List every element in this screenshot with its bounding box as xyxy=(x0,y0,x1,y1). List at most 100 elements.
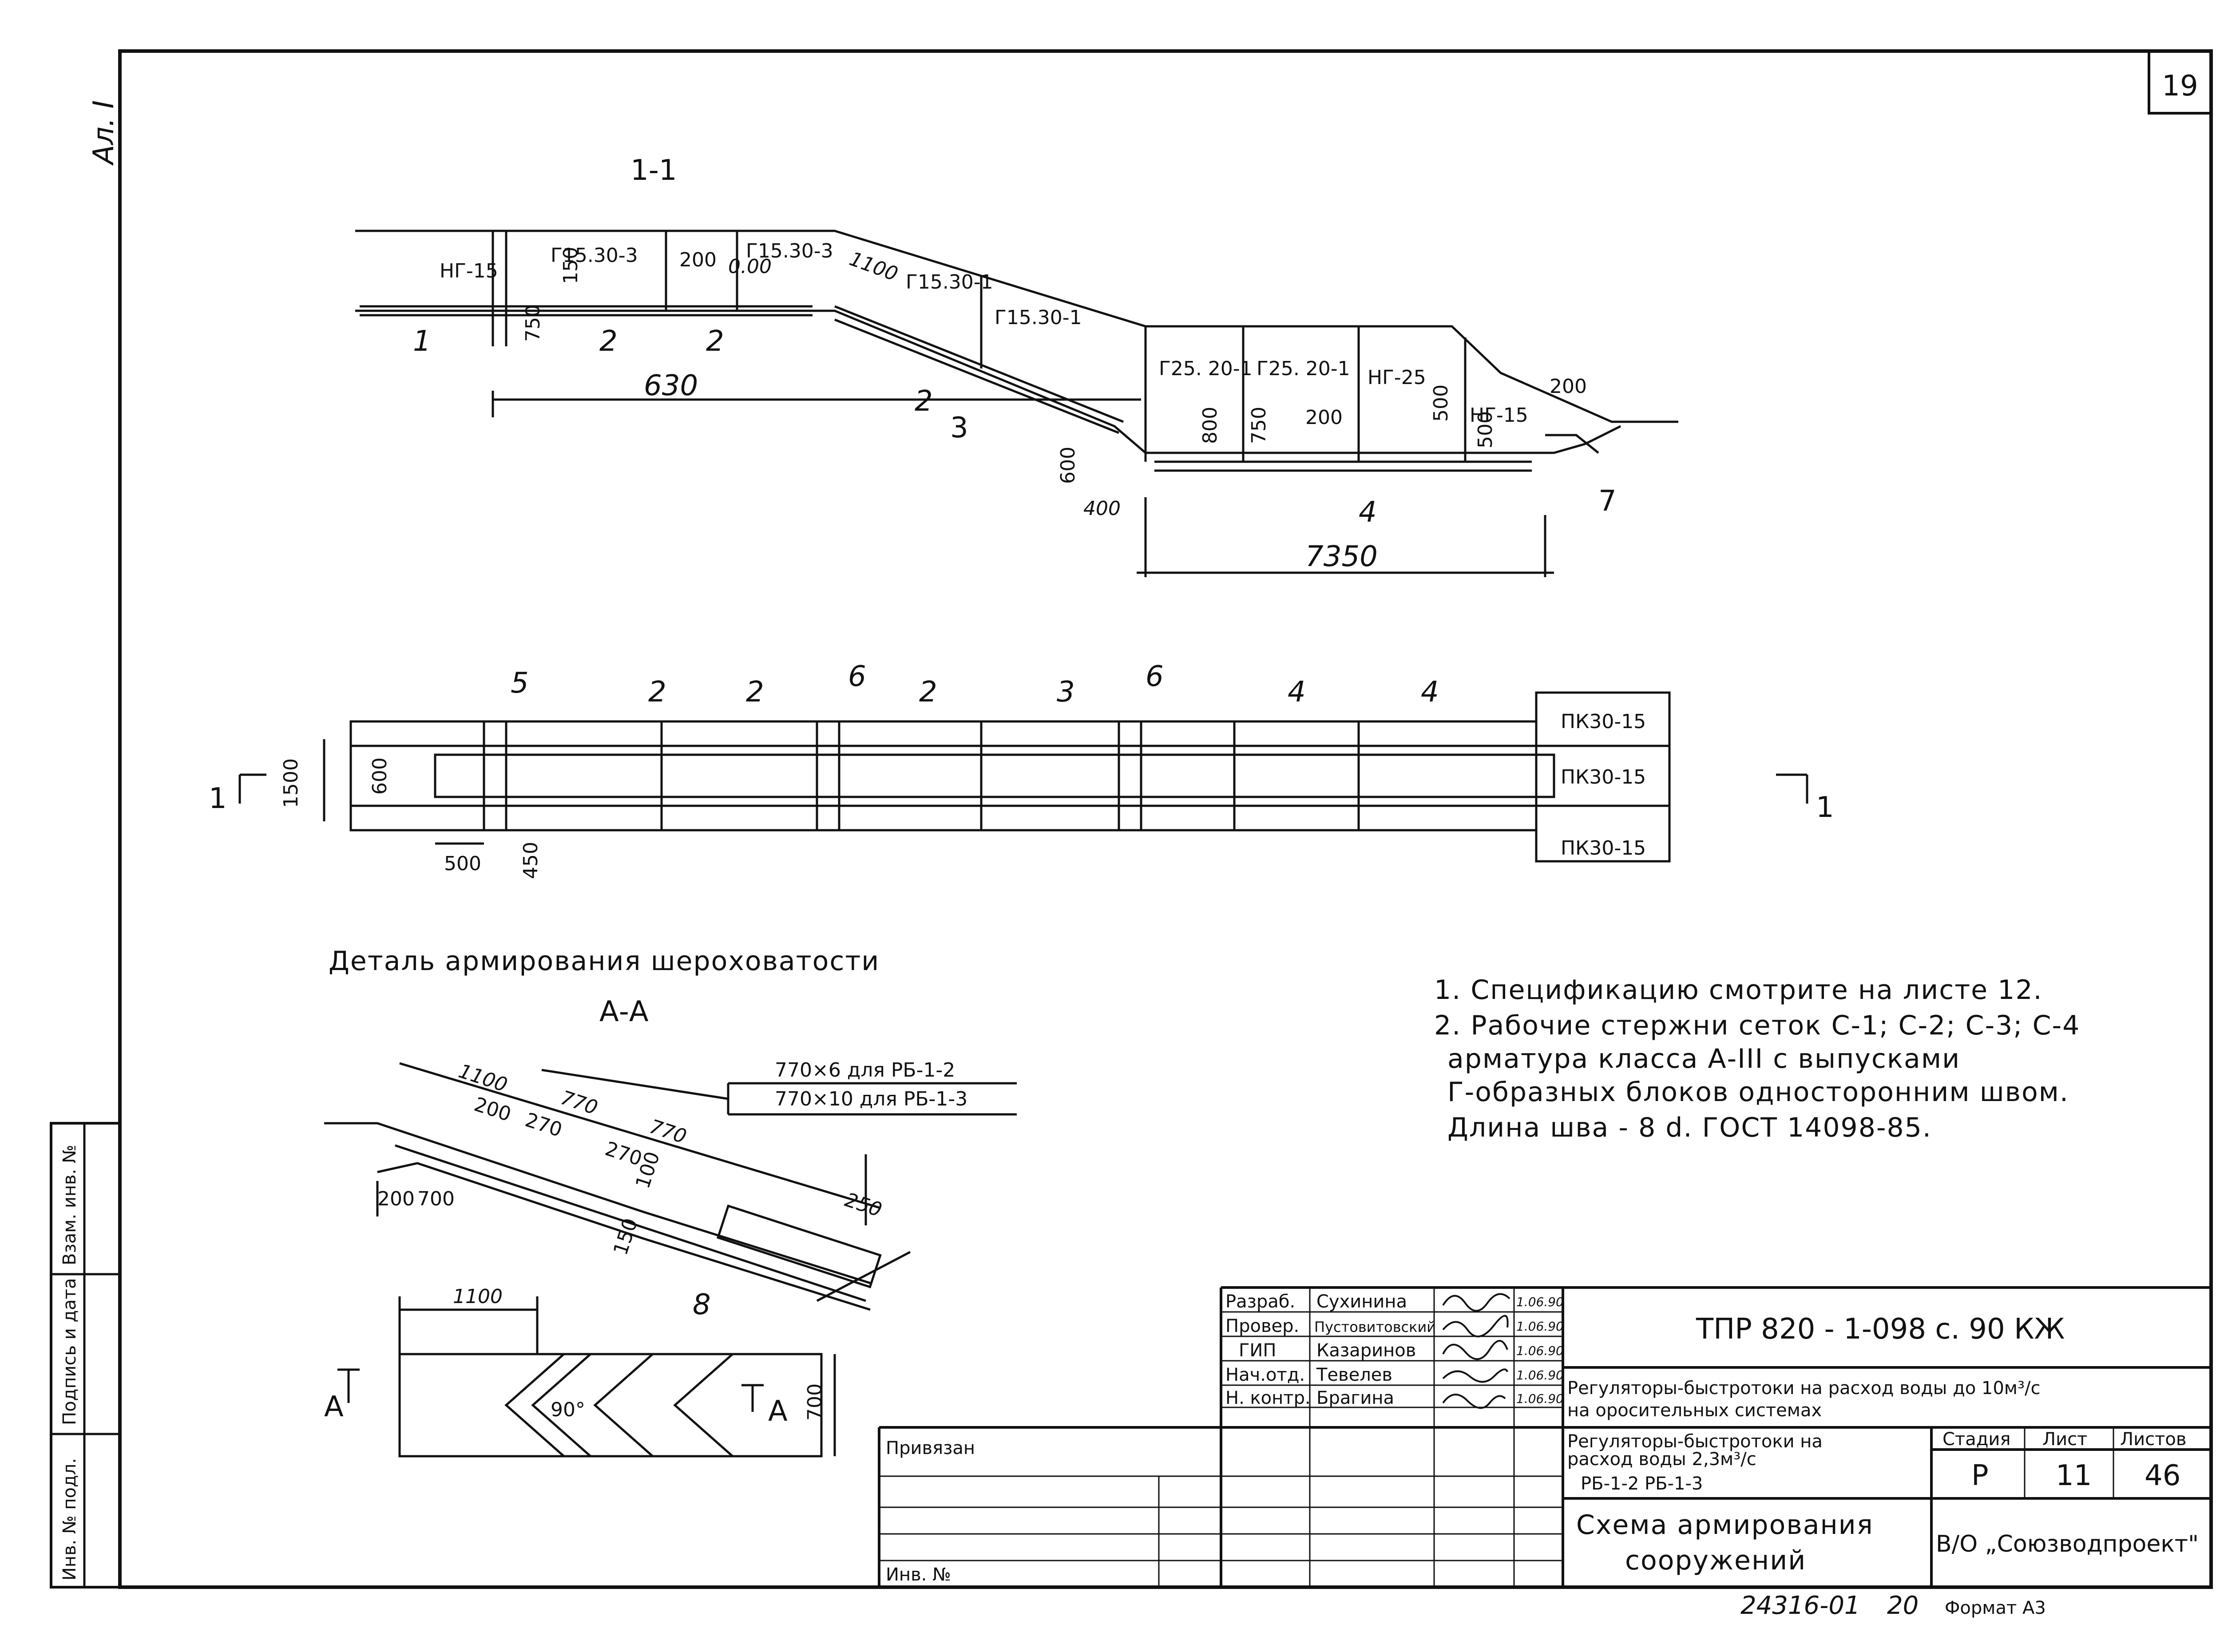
tb-name-3: Казаринов xyxy=(1316,1340,1416,1361)
plan-callout-4-a: 4 xyxy=(1288,676,1306,709)
stamp-vzam: Взам. инв. № xyxy=(59,1145,80,1265)
dim-200-right: 200 xyxy=(1550,375,1587,398)
tb-inv-no: Инв. № xyxy=(886,1565,951,1585)
block-g2520-b: Г25. 20-1 xyxy=(1257,357,1350,380)
detail-dim-250: 250 xyxy=(842,1188,885,1221)
plan-dim-600: 600 xyxy=(369,757,391,795)
tb-role-3: ГИП xyxy=(1239,1340,1276,1361)
dim-500-a: 500 xyxy=(1430,384,1452,422)
side-stamp: Взам. инв. № Подпись и дата Инв. № подл. xyxy=(50,1122,121,1589)
plan-detail-angle: 90° xyxy=(551,1398,585,1421)
tb-name-4: Тевелев xyxy=(1316,1365,1392,1385)
section-1-title: 1-1 xyxy=(630,154,677,187)
stamp-podpis: Подпись и дата xyxy=(59,1278,80,1425)
tb-code: ТПР 820 - 1-098 с. 90 КЖ xyxy=(1696,1313,2065,1346)
note-line-5: Длина шва - 8 d. ГОСТ 14098-85. xyxy=(1447,1112,1932,1143)
tb-privyazan: Привязан xyxy=(886,1438,975,1458)
detail-dim-770-a: 770 xyxy=(558,1086,601,1119)
tb-object-line-1: Регуляторы-быстротоки на xyxy=(1567,1431,1823,1452)
detail-dim-770-b: 770 xyxy=(647,1115,690,1148)
detail-dim-270-a: 270 xyxy=(523,1109,565,1141)
level-mark: 0.00 xyxy=(728,255,772,278)
tb-stage-header: Стадия xyxy=(1942,1429,2010,1450)
dim-200-top: 200 xyxy=(679,249,717,271)
callout-3: 3 xyxy=(950,412,968,444)
tb-organization: В/О „Союзводпроект" xyxy=(1936,1531,2199,1557)
detail-dim-200-base: 200 xyxy=(377,1188,415,1210)
dim-150: 150 xyxy=(559,247,582,284)
tb-sheet-header: Лист xyxy=(2042,1429,2087,1450)
tb-stage: Р xyxy=(1971,1459,1989,1492)
detail-dim-1100: 1100 xyxy=(456,1060,510,1097)
section-letter-left: А xyxy=(324,1391,344,1423)
detail-dim-200: 200 xyxy=(472,1093,514,1126)
plan-callout-5: 5 xyxy=(511,667,529,700)
plan-callout-2-c: 2 xyxy=(919,676,937,709)
section-letter-right: А xyxy=(768,1395,788,1428)
tb-name-2: Пустовитовский xyxy=(1314,1319,1436,1335)
dim-500-b: 500 xyxy=(1474,411,1497,448)
tb-project-line-2: на оросительных системах xyxy=(1567,1400,1822,1421)
tb-role-5: Н. контр. xyxy=(1225,1388,1311,1408)
detail-note-1: 770×6 для РБ-1-2 xyxy=(775,1059,955,1082)
tb-signature-2 xyxy=(1442,1315,1509,1338)
plan-detail-dim-1100: 1100 xyxy=(453,1285,503,1308)
tb-signature-3 xyxy=(1442,1340,1508,1360)
plan-callout-2-a: 2 xyxy=(648,676,666,709)
callout-7: 7 xyxy=(1598,485,1617,518)
block-ng15-left: НГ-15 xyxy=(440,260,498,282)
note-line-4: Г-образных блоков односторонним швом. xyxy=(1447,1077,2069,1108)
plan-dim-500: 500 xyxy=(444,852,481,875)
tb-role-1: Разраб. xyxy=(1225,1291,1295,1312)
title-block: ТПР 820 - 1-098 с. 90 КЖ Разраб. Провер.… xyxy=(878,1286,2211,1587)
detail-section-title: А-А xyxy=(599,995,649,1028)
dim-750-right: 750 xyxy=(1248,407,1270,444)
block-g1530-3-b: Г15.30-3 xyxy=(746,240,833,262)
tb-role-4: Нач.отд. xyxy=(1225,1365,1305,1385)
section-1-1: 1-1 НГ-15 Г15.30-3 xyxy=(355,154,1678,577)
sheet-frame xyxy=(118,49,2213,1589)
section-mark-left: 1 xyxy=(209,782,227,815)
block-g1530-1-a: Г15.30-1 xyxy=(906,271,993,293)
plan-callout-2-b: 2 xyxy=(746,676,764,709)
tb-sheets-header: Листов xyxy=(2120,1429,2186,1450)
tb-signature-4 xyxy=(1442,1368,1508,1383)
dim-600: 600 xyxy=(1057,447,1079,484)
block-g1530-3-a: Г15.30-3 xyxy=(551,244,638,267)
detail-title: Деталь армирования шероховатости xyxy=(329,946,880,977)
dim-400: 400 xyxy=(1083,497,1121,520)
tb-object-line-2: расход воды 2,3м³/с xyxy=(1567,1449,1756,1470)
plan-callout-6-a: 6 xyxy=(848,660,866,693)
plan-view: 5 2 2 6 2 3 6 4 4 ПК30-15 ПК30-15 ПК30-1… xyxy=(209,660,1834,879)
note-line-3: арматура класса А-III с выпусками xyxy=(1447,1043,1960,1074)
tb-date-3: 1.06.90 xyxy=(1516,1343,1564,1358)
tb-role-2: Провер. xyxy=(1225,1316,1299,1336)
detail-callout-8: 8 xyxy=(693,1288,711,1321)
tb-name-5: Брагина xyxy=(1316,1388,1394,1408)
dim-200-mid: 200 xyxy=(1305,406,1343,429)
panel-pk-3: ПК30-15 xyxy=(1561,837,1646,860)
side-label: Ал. I xyxy=(87,100,120,166)
dim-7350: 7350 xyxy=(1305,540,1378,573)
dim-630: 630 xyxy=(644,369,698,402)
callout-4: 4 xyxy=(1359,496,1377,529)
tb-object-line-3: РБ-1-2 РБ-1-3 xyxy=(1581,1474,1703,1494)
tb-project-line-1: Регуляторы-быстротоки на расход воды до … xyxy=(1567,1378,2041,1398)
block-g2520-a: Г25. 20-1 xyxy=(1159,357,1253,380)
format-text: Формат А3 xyxy=(1945,1598,2046,1618)
detail-note-2: 770×10 для РБ-1-3 xyxy=(775,1088,967,1110)
stamp-inv: Инв. № подл. xyxy=(59,1458,80,1581)
tb-drawing-title-2: сооружений xyxy=(1625,1545,1806,1576)
plan-dim-450: 450 xyxy=(519,842,542,879)
plan-dim-1500: 1500 xyxy=(280,758,302,808)
sheet-number-box xyxy=(2148,50,2212,115)
note-line-1: 1. Спецификацию смотрите на листе 12. xyxy=(1434,975,2043,1006)
tb-signature-1 xyxy=(1442,1293,1510,1312)
detail-dim-700-base: 700 xyxy=(417,1188,455,1210)
sheet-number: 19 xyxy=(2162,70,2198,103)
plan-callout-6-b: 6 xyxy=(1146,660,1164,693)
archive-number: 24316-01 xyxy=(1740,1591,1860,1620)
block-ng25: НГ-25 xyxy=(1368,366,1426,389)
panel-pk-1: ПК30-15 xyxy=(1561,710,1646,733)
